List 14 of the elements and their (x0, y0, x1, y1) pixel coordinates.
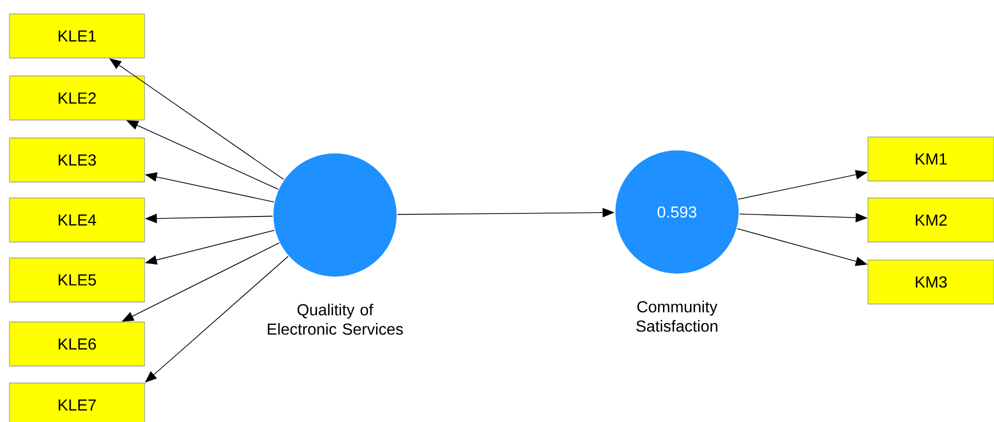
construct-label: Community Satisfaction (636, 300, 718, 332)
indicator-box: KM3 (868, 260, 994, 304)
indicator-box: KLE6 (9, 322, 145, 366)
indicator-box: KLE7 (9, 382, 145, 422)
indicator-box: KM2 (868, 198, 994, 242)
indicator-box: KLE2 (9, 76, 145, 120)
indicator-box: KM1 (868, 136, 994, 182)
construct-label: Qualitity of Electronic Services (268, 304, 403, 335)
indicator-box: KLE5 (9, 258, 145, 302)
circle-node (272, 152, 398, 278)
indicator-box: KLE4 (9, 198, 145, 242)
circle-node: 0.593 (614, 150, 740, 274)
indicator-box: KLE3 (9, 138, 145, 182)
indicator-box: KLE1 (9, 14, 145, 58)
